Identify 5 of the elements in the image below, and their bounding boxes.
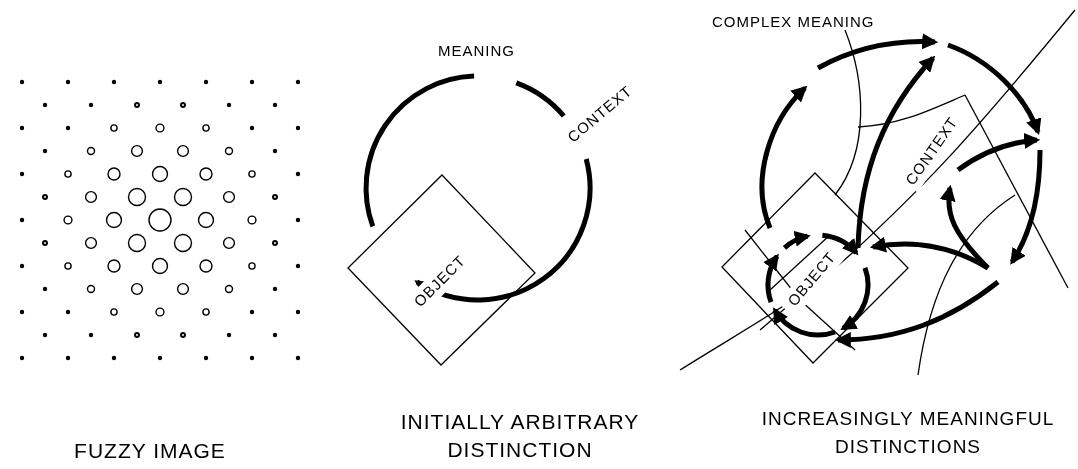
- diagram-label: COMPLEX MEANING: [712, 12, 876, 32]
- panel-caption: FUZZY IMAGE: [73, 440, 227, 461]
- panel-caption: INITIALLY ARBITRARY DISTINCTION: [399, 409, 641, 463]
- diagram-label: MEANING: [438, 41, 516, 61]
- panel-caption: INCREASINGLY MEANINGFUL DISTINCTIONS: [760, 407, 1056, 459]
